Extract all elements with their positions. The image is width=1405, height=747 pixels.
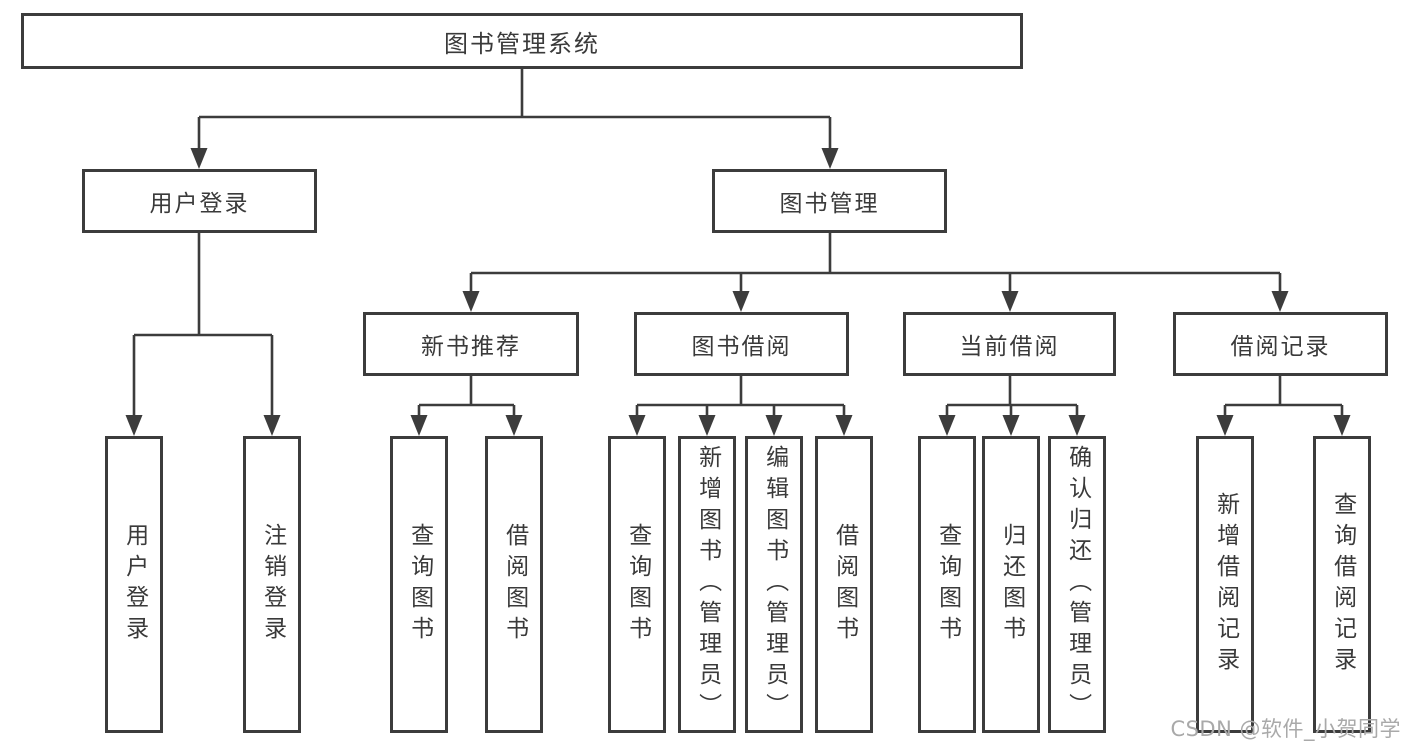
leaf-edit-books-admin: 编辑图书（管理员） <box>745 436 803 733</box>
arrow-down-icon <box>835 415 853 436</box>
arrow-down-icon <box>821 148 839 169</box>
leaf-logout: 注销登录 <box>243 436 301 733</box>
leaf-query-books-recommend: 查询图书 <box>390 436 448 733</box>
node-label: 图书管理系统 <box>444 29 600 58</box>
node-label: 用户登录 <box>121 522 148 647</box>
node-label: 注销登录 <box>259 522 286 647</box>
arrow-down-icon <box>263 415 281 436</box>
node-label: 归还图书 <box>998 522 1025 647</box>
leaf-return-books: 归还图书 <box>982 436 1040 733</box>
node-label: 用户登录 <box>149 191 250 217</box>
leaf-user-login: 用户登录 <box>105 436 163 733</box>
node-label: 图书管理 <box>779 191 880 217</box>
node-label: 借阅图书 <box>831 522 858 647</box>
arrow-down-icon <box>1068 415 1086 436</box>
node-label: 查询图书 <box>934 522 961 647</box>
node-label: 查询借阅记录 <box>1329 491 1356 678</box>
leaf-query-books-current: 查询图书 <box>918 436 976 733</box>
node-label: 新书推荐 <box>421 334 521 360</box>
arrow-down-icon <box>190 148 208 169</box>
node-borrow-records: 借阅记录 <box>1173 312 1388 376</box>
arrow-down-icon <box>410 415 428 436</box>
node-new-book-recommend: 新书推荐 <box>363 312 579 376</box>
arrow-down-icon <box>1271 291 1289 312</box>
node-label: 图书借阅 <box>691 334 792 360</box>
node-label: 新增借阅记录 <box>1212 491 1239 678</box>
node-label: 确认归还（管理员） <box>1064 445 1091 724</box>
leaf-query-books-borrow: 查询图书 <box>608 436 666 733</box>
leaf-borrow-books: 借阅图书 <box>815 436 873 733</box>
node-label: 查询图书 <box>406 522 433 647</box>
arrow-down-icon <box>462 291 480 312</box>
csdn-watermark: CSDN @软件_小贺同学 <box>1170 717 1401 741</box>
node-book-management: 图书管理 <box>712 169 947 233</box>
arrow-down-icon <box>1002 415 1020 436</box>
node-current-borrow: 当前借阅 <box>903 312 1116 376</box>
leaf-add-books-admin: 新增图书（管理员） <box>678 436 736 733</box>
arrow-down-icon <box>125 415 143 436</box>
arrow-down-icon <box>938 415 956 436</box>
leaf-borrow-books-recommend: 借阅图书 <box>485 436 543 733</box>
node-user-login: 用户登录 <box>82 169 317 233</box>
arrow-down-icon <box>732 291 750 312</box>
node-label: 编辑图书（管理员） <box>761 445 788 724</box>
leaf-confirm-return-admin: 确认归还（管理员） <box>1048 436 1106 733</box>
arrow-down-icon <box>628 415 646 436</box>
node-label: 查询图书 <box>624 522 651 647</box>
node-root-system: 图书管理系统 <box>21 13 1023 69</box>
arrow-down-icon <box>1333 415 1351 436</box>
node-label: 借阅记录 <box>1230 334 1331 360</box>
node-book-borrow: 图书借阅 <box>634 312 849 376</box>
arrow-down-icon <box>765 415 783 436</box>
leaf-query-borrow-record: 查询借阅记录 <box>1313 436 1371 733</box>
node-label: 新增图书（管理员） <box>694 445 721 724</box>
node-label: 借阅图书 <box>501 522 528 647</box>
arrow-down-icon <box>1001 291 1019 312</box>
arrow-down-icon <box>698 415 716 436</box>
leaf-add-borrow-record: 新增借阅记录 <box>1196 436 1254 733</box>
arrow-down-icon <box>1216 415 1234 436</box>
arrow-down-icon <box>505 415 523 436</box>
node-label: 当前借阅 <box>959 334 1060 360</box>
